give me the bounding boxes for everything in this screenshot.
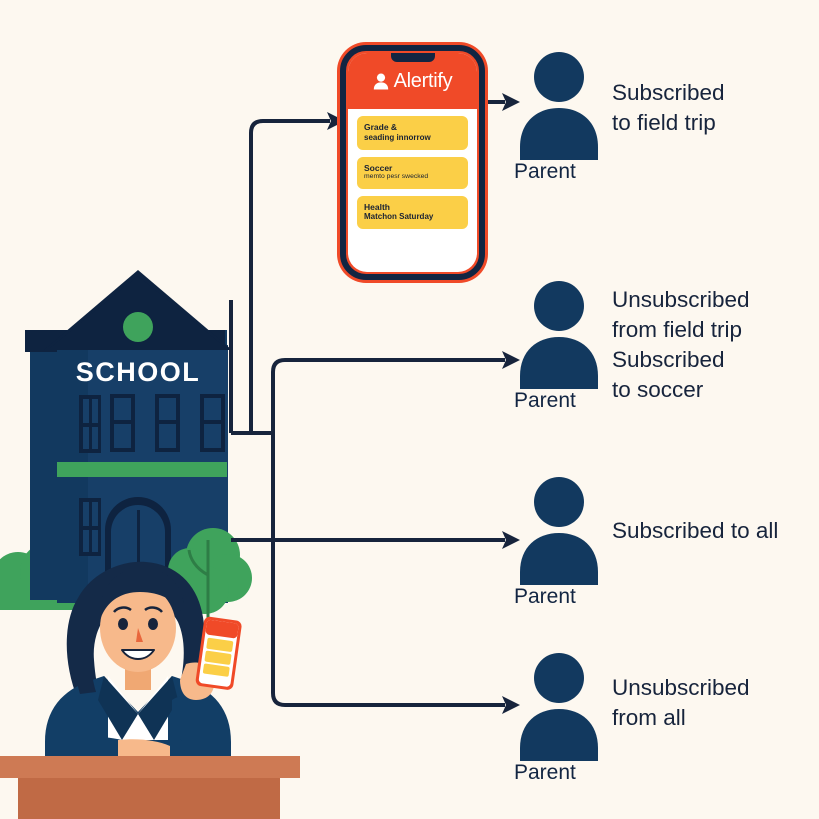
school-green-band bbox=[57, 462, 227, 477]
school-windows-lower bbox=[79, 498, 101, 556]
teacher-eye-left bbox=[118, 618, 128, 630]
notification-title: Grade & bbox=[364, 122, 398, 132]
parent-label: Parent bbox=[514, 160, 576, 183]
notification-subtitle: memto pesr swecked bbox=[364, 173, 429, 181]
notification-subtitle: Matchon Saturday bbox=[364, 212, 434, 222]
parent-avatar-icon bbox=[520, 52, 598, 160]
school-emblem-icon bbox=[123, 312, 153, 342]
notification-card[interactable]: Soccer memto pesr swecked bbox=[357, 156, 468, 189]
arrowhead-parent-2 bbox=[502, 351, 520, 369]
phone-mockup[interactable]: Alertify Grade & seading innorrow Soccer… bbox=[340, 45, 485, 280]
phone-screen[interactable]: Alertify Grade & seading innorrow Soccer… bbox=[348, 53, 477, 272]
school-windows-upper bbox=[79, 394, 225, 453]
arrowhead-parent-3 bbox=[502, 531, 520, 549]
parent-description: Subscribed to all bbox=[612, 518, 779, 543]
arrowhead-phone bbox=[327, 112, 345, 130]
app-header: Alertify bbox=[348, 53, 477, 109]
notification-card[interactable]: Grade & seading innorrow bbox=[357, 116, 468, 150]
parent-avatar-icon bbox=[520, 653, 598, 761]
app-title: Alertify bbox=[393, 69, 453, 92]
parent-description: Unsubscribed from field trip Subscribed … bbox=[612, 287, 750, 402]
teacher-eye-right bbox=[148, 618, 158, 630]
school-sign-label: SCHOOL bbox=[76, 357, 201, 387]
notification-list: Grade & seading innorrow Soccer memto pe… bbox=[348, 109, 477, 236]
desk-top bbox=[0, 756, 300, 778]
arrowhead-parent-1 bbox=[502, 93, 520, 111]
arrowhead-parent-4 bbox=[502, 696, 520, 714]
notification-subtitle: seading innorrow bbox=[364, 132, 431, 142]
notification-card[interactable]: Health Matchon Saturday bbox=[357, 195, 468, 230]
teacher-hair-front bbox=[99, 568, 185, 620]
tree-icon bbox=[168, 528, 252, 620]
teacher-held-phone bbox=[195, 616, 242, 690]
connector-parent-4 bbox=[271, 433, 505, 707]
parent-label: Parent bbox=[514, 761, 576, 784]
desk-front bbox=[18, 778, 280, 819]
phone-notch bbox=[390, 53, 435, 62]
parent-avatar-icon bbox=[520, 281, 598, 389]
parent-description: Subscribed to field trip bbox=[612, 80, 725, 135]
notification-title: Health bbox=[364, 201, 390, 212]
parent-description: Unsubscribed from all bbox=[612, 675, 750, 730]
parent-label: Parent bbox=[514, 585, 576, 608]
person-icon bbox=[373, 73, 388, 89]
arrowheads bbox=[327, 93, 520, 714]
teacher-arm-left bbox=[45, 736, 122, 756]
connector-to-phone bbox=[249, 119, 330, 433]
parent-avatar-icon bbox=[520, 477, 598, 585]
connector-parent-2 bbox=[271, 358, 505, 433]
notification-title: Soccer bbox=[364, 162, 393, 173]
parent-label: Parent bbox=[514, 389, 576, 412]
